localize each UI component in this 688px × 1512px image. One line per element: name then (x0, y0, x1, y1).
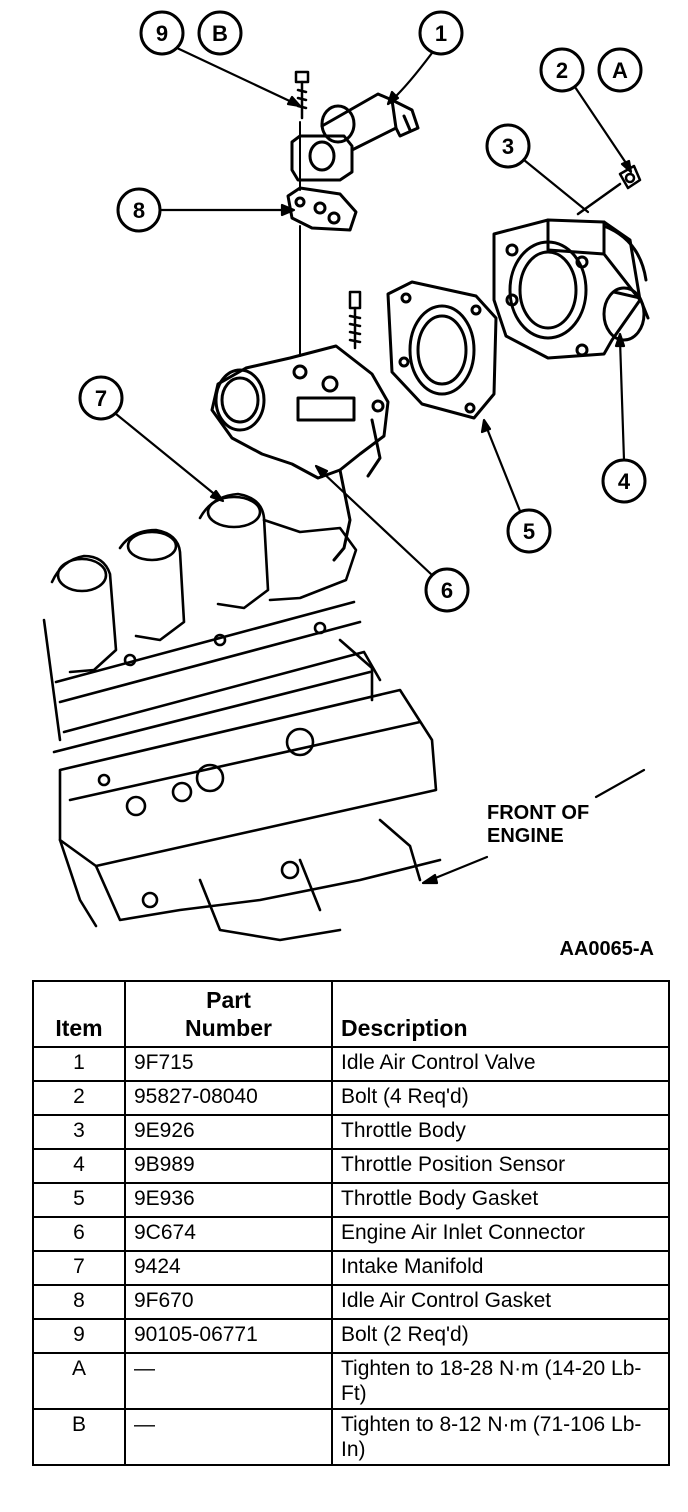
cell-description: Intake Manifold (331, 1250, 670, 1286)
callout-8: 8 (116, 187, 162, 233)
table-row: 2 95827-08040 Bolt (4 Req'd) (32, 1080, 670, 1116)
table-row: B — Tighten to 8-12 N·m (71-106 Lb-In) (32, 1408, 670, 1466)
table-header-row: Item Part Number Description (32, 980, 670, 1048)
table-row: 7 9424 Intake Manifold (32, 1250, 670, 1286)
svg-text:8: 8 (133, 198, 145, 223)
cell-description: Throttle Position Sensor (331, 1148, 670, 1184)
cell-description: Bolt (2 Req'd) (331, 1318, 670, 1354)
cell-item: 3 (32, 1114, 126, 1150)
intake-manifold-drawing (42, 492, 442, 942)
throttle-body-drawing (492, 218, 648, 360)
svg-text:ENGINE: ENGINE (487, 825, 564, 847)
table-row: 5 9E936 Throttle Body Gasket (32, 1182, 670, 1218)
table-row: 8 9F670 Idle Air Control Gasket (32, 1284, 670, 1320)
callout-a: A (597, 47, 643, 93)
callout-1: 1 (418, 10, 464, 56)
callout-2: 2 (539, 47, 585, 93)
cell-part-number: 9E936 (124, 1182, 333, 1218)
callout-4: 4 (601, 458, 647, 504)
cell-item: 6 (32, 1216, 126, 1252)
cell-description: Tighten to 8-12 N·m (71-106 Lb-In) (331, 1408, 670, 1466)
header-item: Item (32, 980, 126, 1048)
cell-description: Throttle Body Gasket (331, 1182, 670, 1218)
table-row: 1 9F715 Idle Air Control Valve (32, 1046, 670, 1082)
cell-part-number: 90105-06771 (124, 1318, 333, 1354)
leader-lines (114, 46, 646, 885)
cell-part-number: 9C674 (124, 1216, 333, 1252)
throttle-position-sensor-drawing (602, 286, 650, 342)
figure-id: AA0065-A (560, 938, 654, 960)
callout-5: 5 (506, 508, 552, 554)
cell-part-number: — (124, 1352, 333, 1410)
svg-text:9: 9 (156, 21, 168, 46)
callout-7: 7 (78, 375, 124, 421)
table-row: 3 9E926 Throttle Body (32, 1114, 670, 1150)
parts-table: Item Part Number Description 1 9F715 Idl… (32, 980, 670, 1466)
table-row: 9 90105-06771 Bolt (2 Req'd) (32, 1318, 670, 1354)
idle-air-control-gasket-drawing (286, 186, 358, 232)
cell-item: A (32, 1352, 126, 1410)
cell-item: 5 (32, 1182, 126, 1218)
svg-text:2: 2 (556, 58, 568, 83)
bolt-2-drawing (576, 164, 642, 216)
cell-description: Throttle Body (331, 1114, 670, 1150)
cell-part-number: 9F670 (124, 1284, 333, 1320)
cell-description: Bolt (4 Req'd) (331, 1080, 670, 1116)
stud-bolt-drawing (348, 290, 362, 350)
cell-item: 4 (32, 1148, 126, 1184)
cell-item: B (32, 1408, 126, 1466)
cell-description: Tighten to 18-28 N·m (14-20 Lb-Ft) (331, 1352, 670, 1410)
engine-air-inlet-connector-drawing (210, 344, 390, 562)
svg-text:6: 6 (441, 578, 453, 603)
cell-description: Idle Air Control Gasket (331, 1284, 670, 1320)
table-row: A — Tighten to 18-28 N·m (14-20 Lb-Ft) (32, 1352, 670, 1410)
svg-text:A: A (612, 58, 628, 83)
svg-text:B: B (212, 21, 228, 46)
throttle-body-gasket-drawing (386, 280, 498, 420)
cell-part-number: 9F715 (124, 1046, 333, 1082)
header-description: Description (331, 980, 670, 1048)
table-row: 6 9C674 Engine Air Inlet Connector (32, 1216, 670, 1252)
cell-part-number: 9E926 (124, 1114, 333, 1150)
cell-part-number: 95827-08040 (124, 1080, 333, 1116)
exploded-view-diagram: 9 B 1 2 A 3 8 7 4 5 6 (42, 10, 654, 960)
header-part-line1: Part (206, 987, 251, 1013)
header-part-number: Part Number (124, 980, 333, 1048)
idle-air-control-valve-drawing (290, 92, 420, 182)
cell-part-number: — (124, 1408, 333, 1466)
cell-item: 2 (32, 1080, 126, 1116)
cell-part-number: 9424 (124, 1250, 333, 1286)
cell-description: Idle Air Control Valve (331, 1046, 670, 1082)
cell-item: 7 (32, 1250, 126, 1286)
bolt-9-drawing (294, 70, 310, 357)
cell-item: 9 (32, 1318, 126, 1354)
callout-6: 6 (424, 567, 470, 613)
cell-item: 1 (32, 1046, 126, 1082)
callout-9: 9 (139, 10, 185, 56)
svg-text:4: 4 (618, 469, 631, 494)
callout-3: 3 (485, 123, 531, 169)
svg-text:1: 1 (435, 21, 447, 46)
table-row: 4 9B989 Throttle Position Sensor (32, 1148, 670, 1184)
svg-text:FRONT OF: FRONT OF (487, 802, 589, 824)
header-part-line2: Number (185, 1015, 272, 1041)
callout-b: B (197, 10, 243, 56)
cell-item: 8 (32, 1284, 126, 1320)
svg-text:3: 3 (502, 134, 514, 159)
svg-text:5: 5 (523, 519, 535, 544)
front-of-engine-label: FRONT OF ENGINE (487, 802, 589, 847)
svg-text:7: 7 (95, 386, 107, 411)
cell-description: Engine Air Inlet Connector (331, 1216, 670, 1252)
cell-part-number: 9B989 (124, 1148, 333, 1184)
